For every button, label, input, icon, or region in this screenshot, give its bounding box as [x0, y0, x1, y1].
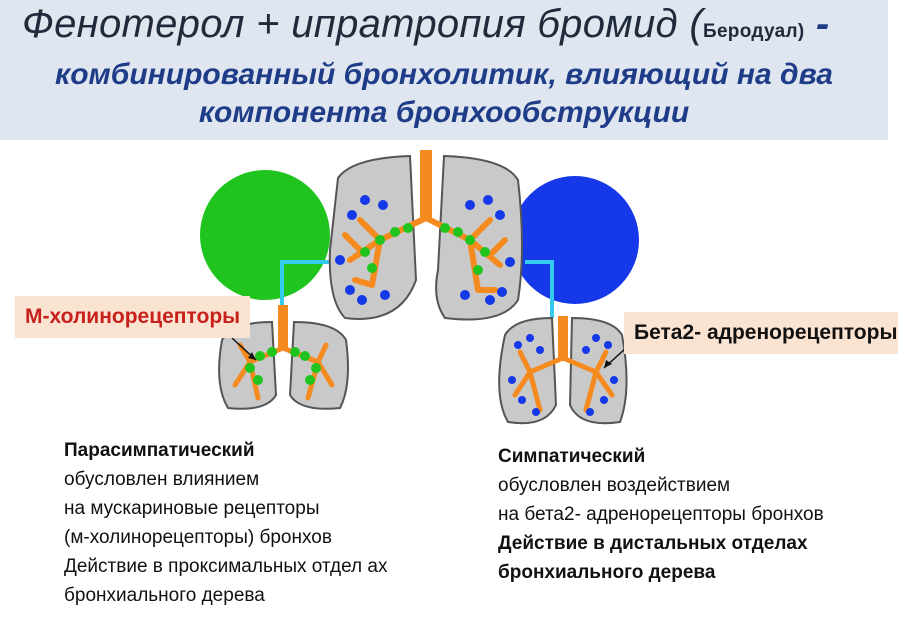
blue-circle — [511, 176, 639, 304]
header: Фенотерол + ипратропия бромид (Беродуал)… — [0, 0, 888, 140]
parasympathetic-text: Парасимпатический обусловлен влиянием на… — [64, 436, 387, 610]
parasympathetic-heading: Парасимпатический — [64, 440, 255, 461]
subtitle: комбинированный бронхолитик, влияющий на… — [55, 58, 833, 129]
m-receptors-label: М-холинорецепторы — [15, 296, 251, 338]
title-drug: Фенотерол + ипратропия бромид (Беродуал)… — [22, 2, 830, 46]
small-lungs-left — [218, 305, 349, 410]
lungs-diagram — [200, 150, 639, 425]
beta-receptors-label: Бета2- адренорецепторы — [624, 312, 898, 354]
title-brand: Беродуал) — [702, 21, 805, 42]
small-lungs-right — [498, 316, 628, 425]
large-lungs — [328, 150, 523, 321]
connector-right — [525, 260, 554, 318]
sympathetic-text: Симпатический обусловлен воздействием на… — [498, 442, 888, 587]
green-circle — [200, 170, 330, 300]
connector-left — [280, 260, 335, 310]
sympathetic-heading: Симпатический — [498, 446, 646, 467]
